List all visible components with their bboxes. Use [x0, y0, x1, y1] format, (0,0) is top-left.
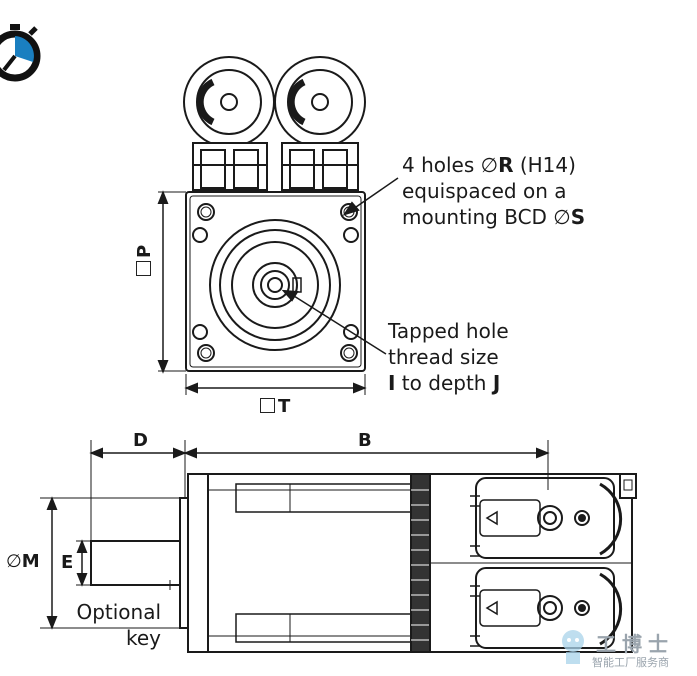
- optional-key-label: Optional key: [76, 600, 162, 650]
- holes-annotation: 4 holes ∅R (H14) equispaced on a mountin…: [402, 153, 586, 229]
- tapped-hole-annotation: Tapped hole thread size I to depth J: [388, 319, 509, 395]
- dim-p-label: P: [134, 245, 155, 276]
- side-view: [40, 440, 637, 653]
- front-flange: [185, 191, 366, 372]
- shaft: [90, 540, 184, 586]
- dim-t-label: T: [260, 396, 290, 417]
- watermark-logo: [562, 630, 584, 664]
- connector-right: [274, 56, 366, 191]
- dim-e-label: E: [61, 552, 74, 573]
- square-symbol: [136, 261, 151, 276]
- square-symbol: [260, 398, 275, 413]
- watermark-tagline: 智能工厂服务商: [592, 656, 669, 669]
- dim-m-label: ∅M: [6, 551, 40, 572]
- dim-b-label: B: [358, 430, 372, 451]
- stopwatch-icon: [0, 24, 41, 82]
- dim-d-label: D: [133, 430, 148, 451]
- watermark-brand: 工博士: [596, 632, 674, 656]
- connector-left: [183, 56, 275, 191]
- front-view: [157, 56, 399, 395]
- motor-body: [207, 473, 416, 653]
